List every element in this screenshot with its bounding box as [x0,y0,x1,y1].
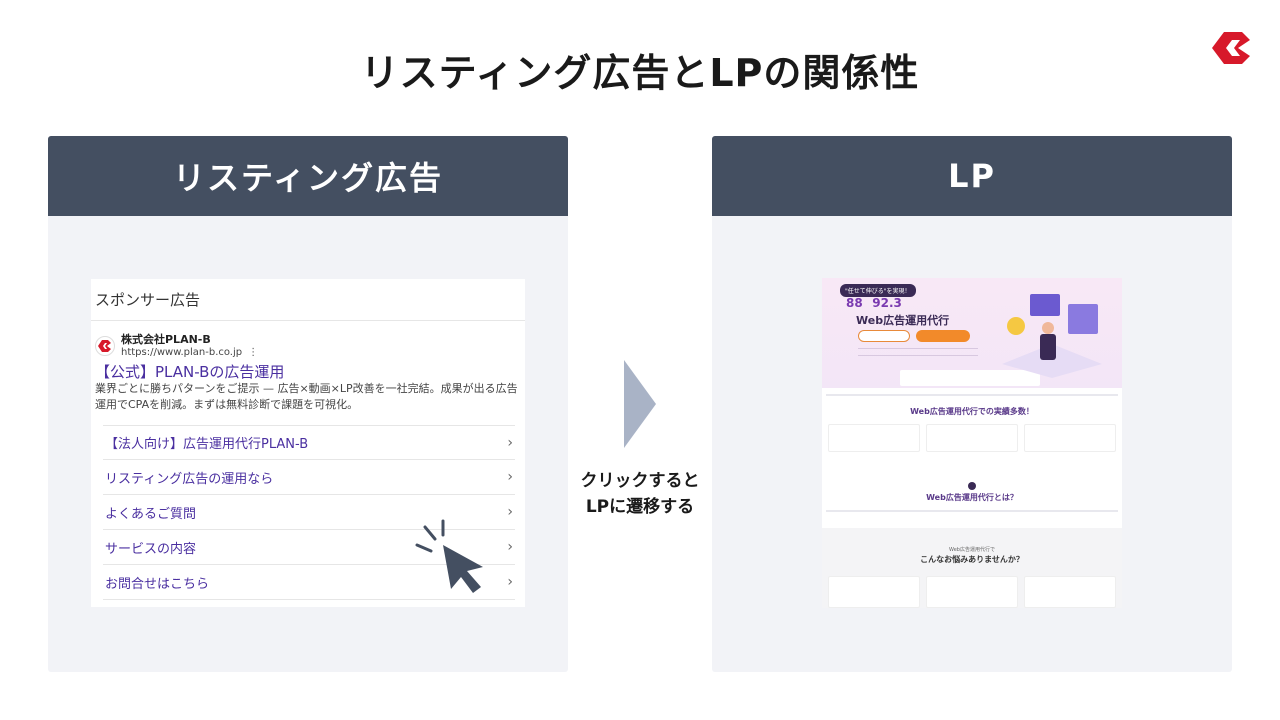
sitelink-item[interactable]: よくあるご質問 › [103,495,515,530]
ad-company-name: 株式会社PLAN-B [121,333,211,346]
lp-stat-value: 92.3 [872,296,902,310]
sitelink-item[interactable]: サービスの内容 › [103,530,515,565]
lp-cta-secondary [858,330,910,342]
lp-stats: 88 92.3 [846,296,902,310]
brand-logo-icon [1212,32,1250,64]
lp-achievement-card [1024,424,1116,452]
arrow-right-icon [624,360,656,448]
ad-headline-link[interactable]: 【公式】PLAN-Bの広告運用 [95,363,285,381]
chevron-right-icon: › [507,574,513,590]
lp-section-subtitle: Web広告運用代行で [949,547,995,553]
lp-section-dot-icon [968,482,976,490]
lp-problem-card [1024,576,1116,608]
panel-header-lp: LP [712,136,1232,216]
lp-fine-print [858,348,978,356]
lp-hero-title: Web広告運用代行 [856,314,950,327]
sitelink-label: リスティング広告の運用なら [105,471,274,487]
lp-text-line [826,510,1118,512]
lp-screenshot: "任せて伸びる"を実現！ 88 92.3 Web広告運用代行 Web広告運用代行… [822,278,1122,608]
sitelink-label: サービスの内容 [105,541,197,557]
lp-section-title: Web広告運用代行とは？ [926,493,1018,502]
sponsor-label: スポンサー広告 [91,279,525,321]
sitelink-item[interactable]: リスティング広告の運用なら › [103,460,515,495]
lp-achievement-card [828,424,920,452]
caption-line: クリックすると [580,471,700,491]
sitelink-label: お問合せはこちら [105,576,210,592]
advertiser-favicon-icon [95,336,115,356]
sitelink-item[interactable]: 【法人向け】広告運用代行PLAN-B › [103,425,515,460]
ad-display-url: https://www.plan-b.co.jp [121,347,243,358]
sitelink-label: よくあるご質問 [105,506,197,522]
lp-achievement-cards [828,424,1116,452]
sitelinks: 【法人向け】広告運用代行PLAN-B › リスティング広告の運用なら › よくあ… [103,425,515,600]
chevron-right-icon: › [507,539,513,555]
lp-problem-cards [828,576,1116,608]
lp-logo-strip [900,370,1040,386]
search-ad-card: スポンサー広告 株式会社PLAN-B https://www.plan-b.co… [91,279,525,607]
listing-ad-panel: リスティング広告 スポンサー広告 株式会社PLAN-B https://www.… [48,136,568,672]
lp-hero: "任せて伸びる"を実現！ 88 92.3 Web広告運用代行 [822,278,1122,388]
caption-line: LPに遷移する [585,497,695,517]
chevron-right-icon: › [507,504,513,520]
panel-header-listing: リスティング広告 [48,136,568,216]
lp-section-title: こんなお悩みありませんか？ [920,555,1024,564]
lp-divider [826,394,1118,396]
lp-badge: "任せて伸びる"を実現！ [840,284,916,297]
lp-problem-card [828,576,920,608]
sitelink-item[interactable]: お問合せはこちら › [103,565,515,600]
sitelink-label: 【法人向け】広告運用代行PLAN-B [105,437,309,452]
lp-problem-card [926,576,1018,608]
lp-achievement-card [926,424,1018,452]
lp-stat-value: 88 [846,296,863,310]
chevron-right-icon: › [507,434,513,451]
more-options-icon[interactable]: ⋮ [248,347,259,358]
chevron-right-icon: › [507,469,513,485]
ad-description: 業界ごとに勝ちパターンをご提示 — 広告×動画×LP改善を一社完結。成果が出る広… [95,382,518,411]
slide-title: リスティング広告とLPの関係性 [360,51,920,95]
lp-illustration-icon [1002,294,1102,378]
transition-caption: クリックすると LPに遷移する [570,468,710,520]
click-cursor-icon [415,519,483,593]
lp-panel: LP "任せて伸びる"を実現！ 88 92.3 Web広告運用代行 [712,136,1232,672]
lp-cta-primary [916,330,970,342]
ad-advertiser[interactable]: 株式会社PLAN-B https://www.plan-b.co.jp ⋮ [95,333,258,360]
lp-section-title: Web広告運用代行での実績多数！ [910,407,1034,416]
